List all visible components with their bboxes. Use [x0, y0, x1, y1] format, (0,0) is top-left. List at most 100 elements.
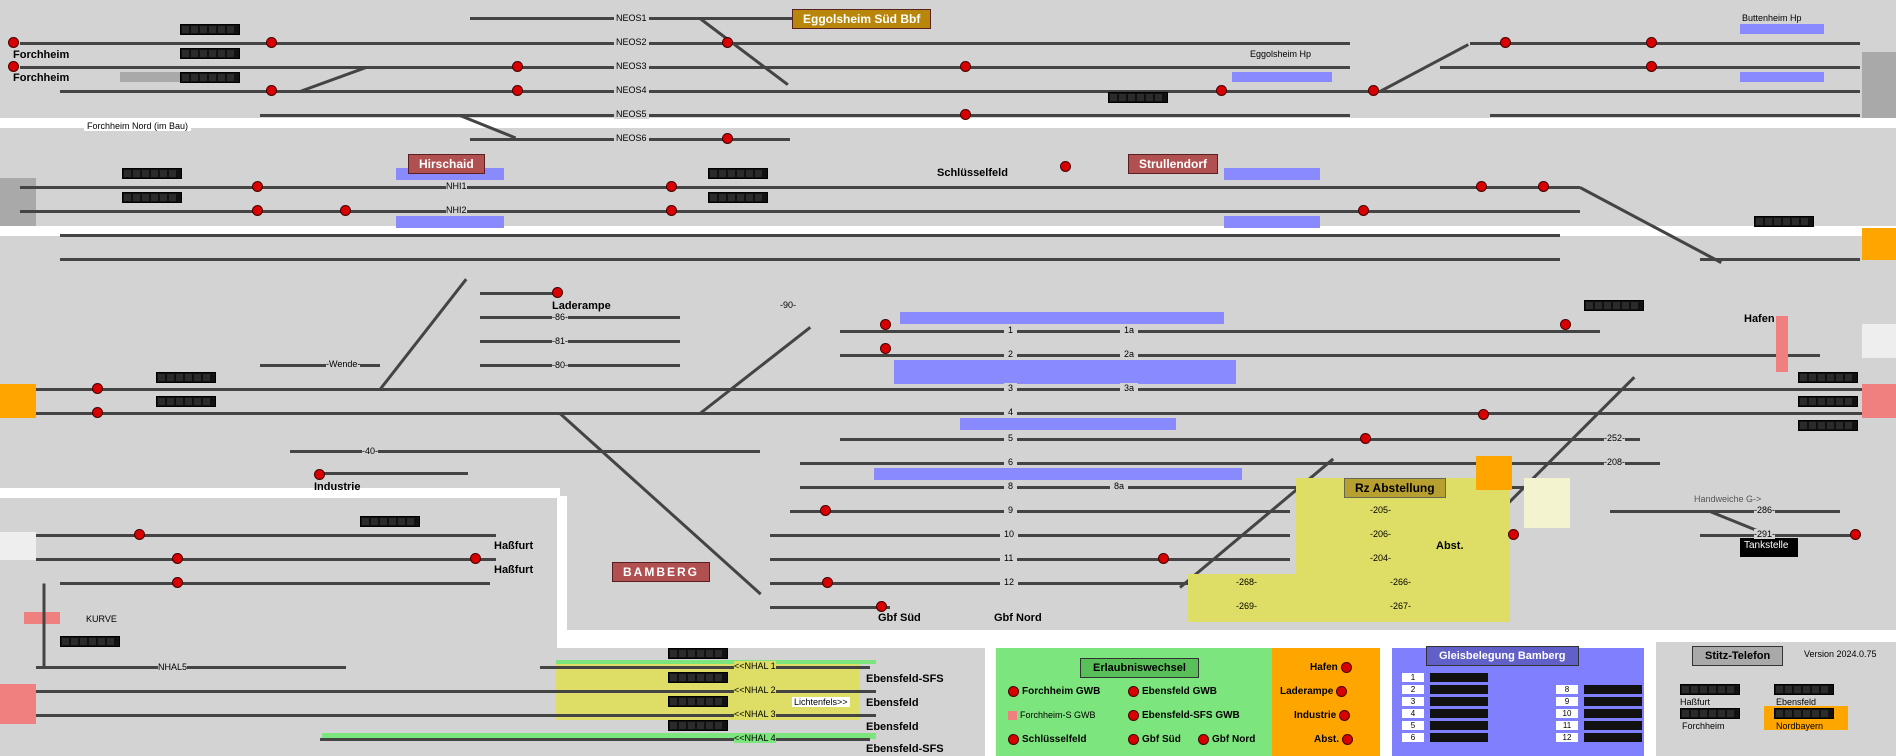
signal-top-7[interactable]	[722, 37, 733, 48]
signal-b-11[interactable]	[1478, 409, 1489, 420]
edge-tab-light[interactable]	[0, 532, 36, 560]
gleisbelegung-row[interactable]: 6	[1402, 732, 1488, 743]
signal-mid-8[interactable]	[1476, 181, 1487, 192]
signal-b-13[interactable]	[1850, 529, 1861, 540]
counter-top-1[interactable]	[180, 24, 240, 35]
signal-b-7[interactable]	[820, 505, 831, 516]
signal-b-15[interactable]	[1158, 553, 1169, 564]
erlaubnis-ebensfeld-sfs-gwb[interactable]: Ebensfeld-SFS GWB	[1128, 710, 1240, 721]
signal-mid-4[interactable]	[666, 181, 677, 192]
counter-nhal-4[interactable]	[668, 720, 728, 731]
edge-tab-pink-left[interactable]	[0, 684, 36, 724]
stitz-counter-2[interactable]	[1774, 684, 1834, 695]
signal-h-1[interactable]	[134, 529, 145, 540]
erlaubnis-forchheim-gwb[interactable]: Forchheim GWB	[1008, 686, 1100, 697]
signal-mid-9[interactable]	[1538, 181, 1549, 192]
counter-b-6[interactable]	[1798, 420, 1858, 431]
signal-top-11[interactable]	[1500, 37, 1511, 48]
signal-mid-6[interactable]	[1060, 161, 1071, 172]
erlaubnis-gbf-sued[interactable]: Gbf Süd	[1128, 734, 1181, 745]
counter-top-2[interactable]	[180, 48, 240, 59]
signal-b-10[interactable]	[1360, 433, 1371, 444]
station-eggolsheim-sued-tag[interactable]: Eggolsheim Süd Bbf	[792, 9, 932, 29]
signal-top-12[interactable]	[1646, 37, 1657, 48]
signal-b-4[interactable]	[314, 469, 325, 480]
signal-mid-1[interactable]	[252, 181, 263, 192]
signal-b-3[interactable]	[92, 407, 103, 418]
signal-top-6[interactable]	[512, 85, 523, 96]
signal-b-8[interactable]	[822, 577, 833, 588]
stitz-ebensfeld[interactable]: Ebensfeld	[1776, 697, 1817, 707]
gleisbelegung-row[interactable]: 5	[1402, 720, 1488, 731]
signal-mid-3[interactable]	[340, 205, 351, 216]
signal-b-14[interactable]	[1508, 529, 1519, 540]
erlaubnis-industrie[interactable]: Industrie	[1294, 710, 1353, 721]
erlaubnis-forchheim-s-gwb[interactable]: Forchheim-S GWB	[1008, 710, 1096, 721]
gleisbelegung-row[interactable]: 9	[1556, 696, 1642, 707]
signal-top-13[interactable]	[1646, 61, 1657, 72]
erlaubnis-schluesselfeld[interactable]: Schlüsselfeld	[1008, 734, 1086, 745]
counter-nhal-1[interactable]	[668, 648, 728, 659]
gleisbelegung-row[interactable]: 11	[1556, 720, 1642, 731]
erlaubnis-gbf-nord[interactable]: Gbf Nord	[1198, 734, 1255, 745]
signal-b-1[interactable]	[552, 287, 563, 298]
stitz-counter-4[interactable]	[1774, 708, 1834, 719]
gleisbelegung-row[interactable]: 4	[1402, 708, 1488, 719]
signal-top-9[interactable]	[1216, 85, 1227, 96]
gleisbelegung-row[interactable]: 3	[1402, 696, 1488, 707]
signal-mid-7[interactable]	[1358, 205, 1369, 216]
edge-tab-top[interactable]	[1862, 52, 1896, 118]
edge-tab-light-right[interactable]	[1862, 324, 1896, 358]
signal-top-10[interactable]	[1368, 85, 1379, 96]
counter-h-1[interactable]	[360, 516, 420, 527]
counter-b-4[interactable]	[1798, 372, 1858, 383]
counter-h-2[interactable]	[60, 636, 120, 647]
signal-mid-5[interactable]	[666, 205, 677, 216]
signal-top-5[interactable]	[512, 61, 523, 72]
counter-mid-4[interactable]	[708, 192, 768, 203]
gleisbelegung-row[interactable]: 1	[1402, 672, 1488, 683]
stitz-counter-3[interactable]	[1680, 708, 1740, 719]
signal-top-14[interactable]	[960, 109, 971, 120]
counter-top-4[interactable]	[1108, 92, 1168, 103]
gleisbelegung-row[interactable]: 12	[1556, 732, 1642, 743]
counter-nhal-2[interactable]	[668, 672, 728, 683]
edge-tab-pink-right[interactable]	[1862, 384, 1896, 418]
counter-nhal-3[interactable]	[668, 696, 728, 707]
signal-top-15[interactable]	[722, 133, 733, 144]
signal-top-3[interactable]	[266, 37, 277, 48]
signal-mid-2[interactable]	[252, 205, 263, 216]
signal-top-8[interactable]	[960, 61, 971, 72]
erlaubnis-abst[interactable]: Abst.	[1314, 734, 1356, 745]
gleisbelegung-row[interactable]: 10	[1556, 708, 1642, 719]
counter-b-3[interactable]	[1584, 300, 1644, 311]
signal-b-6[interactable]	[880, 343, 891, 354]
signal-h-4[interactable]	[470, 553, 481, 564]
erlaubnis-laderampe[interactable]: Laderampe	[1280, 686, 1350, 697]
edge-tab-orange-right[interactable]	[1862, 228, 1896, 260]
station-hirschaid-tag[interactable]: Hirschaid	[408, 154, 485, 174]
station-bamberg-tag[interactable]: BAMBERG	[612, 562, 710, 582]
counter-top-3[interactable]	[180, 72, 240, 83]
counter-mid-2[interactable]	[122, 192, 182, 203]
counter-b-2[interactable]	[156, 396, 216, 407]
signal-top-1[interactable]	[8, 37, 19, 48]
gleisbelegung-row[interactable]: 2	[1402, 684, 1488, 695]
stitz-forchheim[interactable]: Forchheim	[1682, 721, 1725, 731]
label-rz-abstellung[interactable]: Rz Abstellung	[1344, 478, 1446, 498]
signal-top-4[interactable]	[266, 85, 277, 96]
gleisbelegung-row[interactable]: 8	[1556, 684, 1642, 695]
signal-b-9[interactable]	[876, 601, 887, 612]
counter-mid-3[interactable]	[708, 168, 768, 179]
station-strullendorf-tag[interactable]: Strullendorf	[1128, 154, 1218, 174]
erlaubnis-ebensfeld-gwb[interactable]: Ebensfeld GWB	[1128, 686, 1217, 697]
label-tankstelle[interactable]: Tankstelle	[1740, 538, 1799, 557]
counter-mid-5[interactable]	[1754, 216, 1814, 227]
signal-b-5[interactable]	[880, 319, 891, 330]
edge-tab-orange-left[interactable]	[0, 384, 36, 418]
erlaubnis-hafen[interactable]: Hafen	[1310, 662, 1355, 673]
counter-mid-1[interactable]	[122, 168, 182, 179]
signal-b-12[interactable]	[1560, 319, 1571, 330]
signal-b-2[interactable]	[92, 383, 103, 394]
signal-top-2[interactable]	[8, 61, 19, 72]
